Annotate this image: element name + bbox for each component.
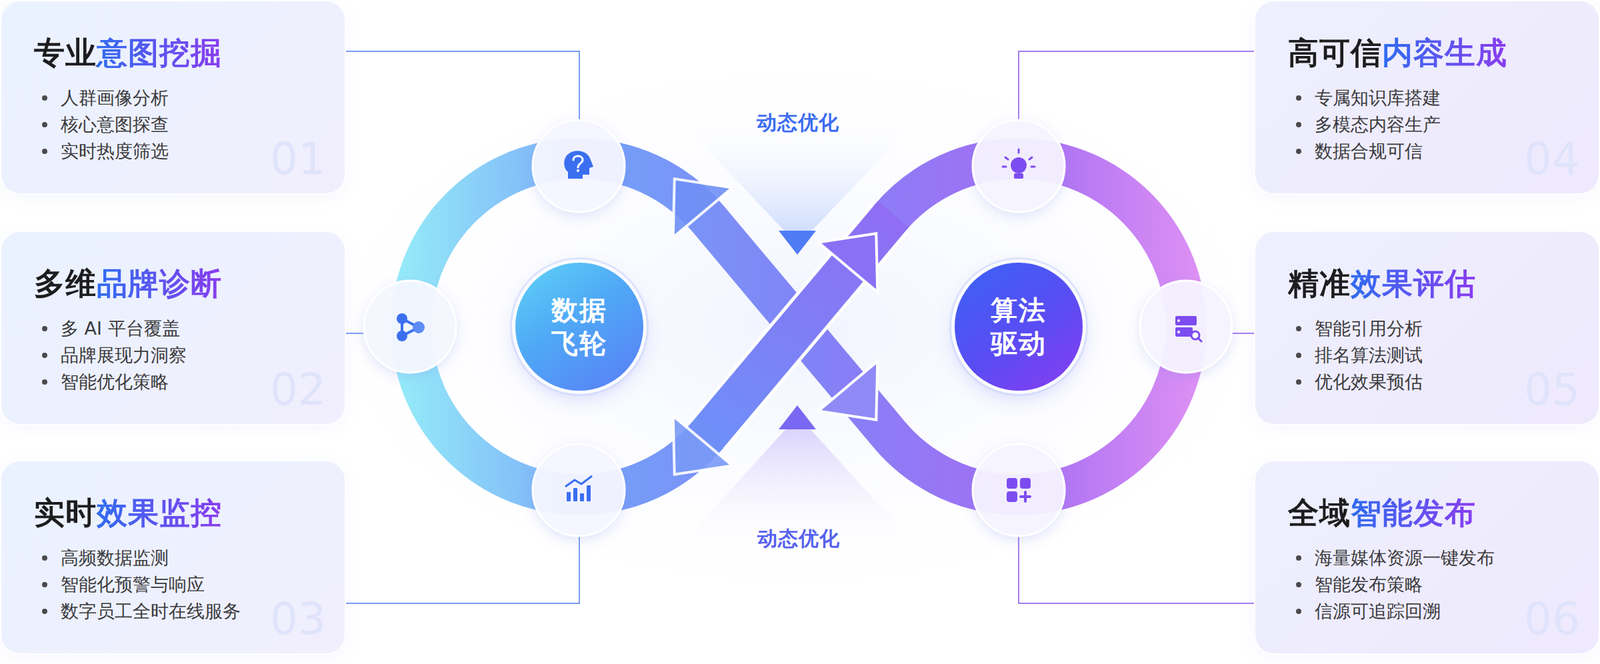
bullet-item: 智能引用分析 xyxy=(1288,315,1599,342)
card-number: 06 xyxy=(1524,596,1580,643)
card-title: 专业意图挖掘 xyxy=(34,33,222,72)
hub-text: 算法 驱动 xyxy=(982,293,1056,360)
feature-card: 精准效果评估智能引用分析排名算法测试优化效果预估05 xyxy=(1254,230,1600,426)
leader-lines xyxy=(344,51,1254,604)
card-title: 全域智能发布 xyxy=(1288,493,1476,532)
feature-card: 实时效果监控高频数据监测智能化预警与响应数字员工全时在线服务03 xyxy=(0,460,346,655)
icon-circle xyxy=(532,120,625,212)
hub-circle: 数据 飞轮 xyxy=(515,262,644,391)
feature-card: 多维品牌诊断多 AI 平台覆盖品牌展现力洞察智能优化策略02 xyxy=(0,230,346,426)
chart-icon xyxy=(565,476,592,502)
bullet-item: 高频数据监测 xyxy=(34,544,345,572)
bullet-item: 智能发布策略 xyxy=(1288,571,1599,598)
card-title: 多维品牌诊断 xyxy=(34,264,222,303)
optimize-arrow xyxy=(778,405,816,430)
flow-arrowhead xyxy=(818,208,906,292)
feature-card: 专业意图挖掘人群画像分析核心意图探查实时热度筛选01 xyxy=(0,0,346,195)
question-head-icon xyxy=(564,150,594,179)
optimize-fan xyxy=(673,426,924,554)
feature-card: 全域智能发布海量媒体资源一键发布智能发布策略信源可追踪回溯06 xyxy=(1254,460,1600,655)
card-title: 精准效果评估 xyxy=(1288,264,1476,303)
leader-line xyxy=(344,332,364,334)
server-search-icon xyxy=(1175,316,1202,342)
bullet-item: 多模态内容生产 xyxy=(1288,111,1599,138)
leader-line xyxy=(1018,536,1254,604)
leader-line xyxy=(344,51,580,120)
bullet-item: 核心意图探查 xyxy=(34,111,345,138)
hub-text: 数据 飞轮 xyxy=(542,293,616,360)
bullet-item: 专属知识库搭建 xyxy=(1288,84,1599,112)
card-number: 01 xyxy=(270,136,326,183)
apps-icon xyxy=(1006,478,1031,502)
card-number: 05 xyxy=(1524,366,1580,414)
optimize-arrow xyxy=(778,230,816,255)
flow-label: 动态优化 xyxy=(756,109,840,137)
flow-arrowhead xyxy=(818,361,906,445)
card-number: 03 xyxy=(270,596,326,643)
bullet-item: 人群画像分析 xyxy=(34,84,345,112)
card-title: 实时效果监控 xyxy=(34,493,222,532)
icon-circles xyxy=(364,120,1232,536)
flow-arrowhead xyxy=(644,154,732,238)
nodes-icon xyxy=(396,313,425,342)
icon-circle xyxy=(532,444,625,536)
background-glow xyxy=(292,40,1306,614)
card-number: 04 xyxy=(1524,136,1580,183)
leader-line xyxy=(344,536,580,604)
icon-circle xyxy=(972,120,1065,212)
icon-circle xyxy=(1140,280,1232,373)
card-number: 02 xyxy=(270,366,326,414)
bullet-item: 品牌展现力洞察 xyxy=(34,342,345,369)
icon-circle xyxy=(364,280,456,373)
bulb-icon xyxy=(1002,149,1035,179)
feature-card: 高可信内容生成专属知识库搭建多模态内容生产数据合规可信04 xyxy=(1254,0,1600,195)
card-title: 高可信内容生成 xyxy=(1288,33,1508,72)
bullet-item: 排名算法测试 xyxy=(1288,342,1599,369)
flow-label: 动态优化 xyxy=(757,525,840,553)
hub-circle: 算法 驱动 xyxy=(954,262,1083,391)
bullet-item: 多 AI 平台覆盖 xyxy=(34,315,345,342)
leader-line xyxy=(1232,332,1254,334)
icon-circle xyxy=(972,444,1065,536)
flow-arrowhead xyxy=(644,416,732,500)
leader-line xyxy=(1018,51,1254,120)
bullet-item: 海量媒体资源一键发布 xyxy=(1288,544,1599,572)
bullet-item: 智能化预警与响应 xyxy=(34,571,345,598)
